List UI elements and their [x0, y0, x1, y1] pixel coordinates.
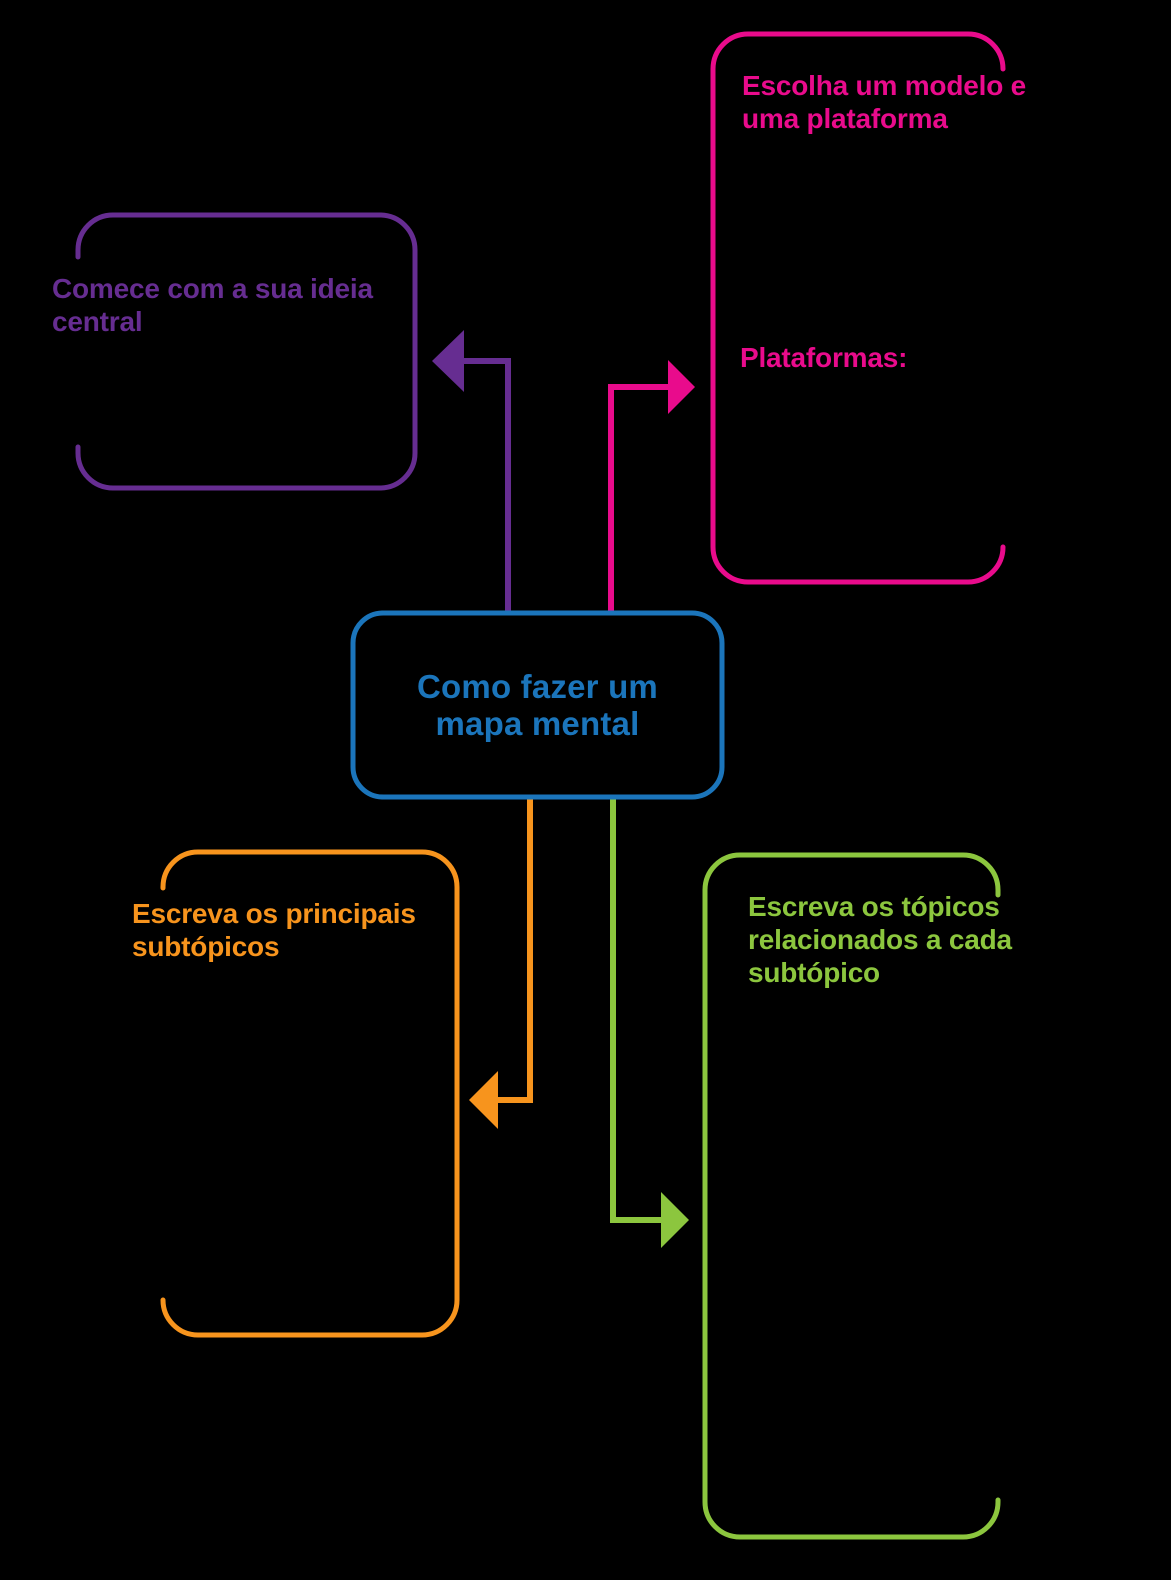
green-title-line: subtópico	[748, 957, 880, 988]
connector-pink	[608, 360, 695, 611]
pink-title-line: Escolha um modelo e	[742, 70, 1027, 101]
green-node-border	[702, 852, 1001, 1540]
orange-node-title: Escreva os principais subtópicos	[132, 897, 416, 963]
orange-title-line: subtópicos	[132, 931, 280, 962]
connector-orange	[469, 799, 533, 1129]
connector-pink-arrowhead-icon	[668, 360, 695, 414]
center-node-border	[350, 610, 725, 800]
connector-orange-arrowhead-icon	[469, 1071, 498, 1129]
connector-purple-line	[464, 358, 511, 611]
connector-green-line	[610, 799, 661, 1223]
connector-green-arrowhead-icon	[661, 1192, 689, 1248]
center-title-line: mapa mental	[435, 705, 640, 742]
connector-orange-line	[498, 799, 533, 1103]
green-node-title: Escreva os tópicos relacionados a cada s…	[748, 890, 1012, 989]
purple-node-title: Comece com a sua ideia central	[52, 272, 373, 338]
center-title-line: Como fazer um	[417, 668, 658, 705]
purple-node-border	[75, 212, 418, 491]
orange-node-border	[160, 849, 460, 1338]
center-node-title: Como fazer um mapa mental	[353, 613, 722, 797]
pink-title-line: uma plataforma	[742, 103, 948, 134]
connector-purple-arrowhead-icon	[432, 330, 464, 392]
connector-purple	[432, 330, 511, 611]
pink-node-border	[710, 31, 1006, 585]
orange-title-line: Escreva os principais	[132, 898, 416, 929]
pink-node-subheading: Plataformas:	[740, 342, 908, 373]
connector-pink-line	[608, 384, 668, 611]
pink-node-title: Escolha um modelo e uma plataforma	[742, 69, 1026, 135]
green-title-line: Escreva os tópicos	[748, 891, 1000, 922]
connector-green	[610, 799, 689, 1248]
purple-title-line: Comece com a sua ideia	[52, 273, 373, 304]
green-title-line: relacionados a cada	[748, 924, 1012, 955]
purple-title-line: central	[52, 306, 143, 337]
